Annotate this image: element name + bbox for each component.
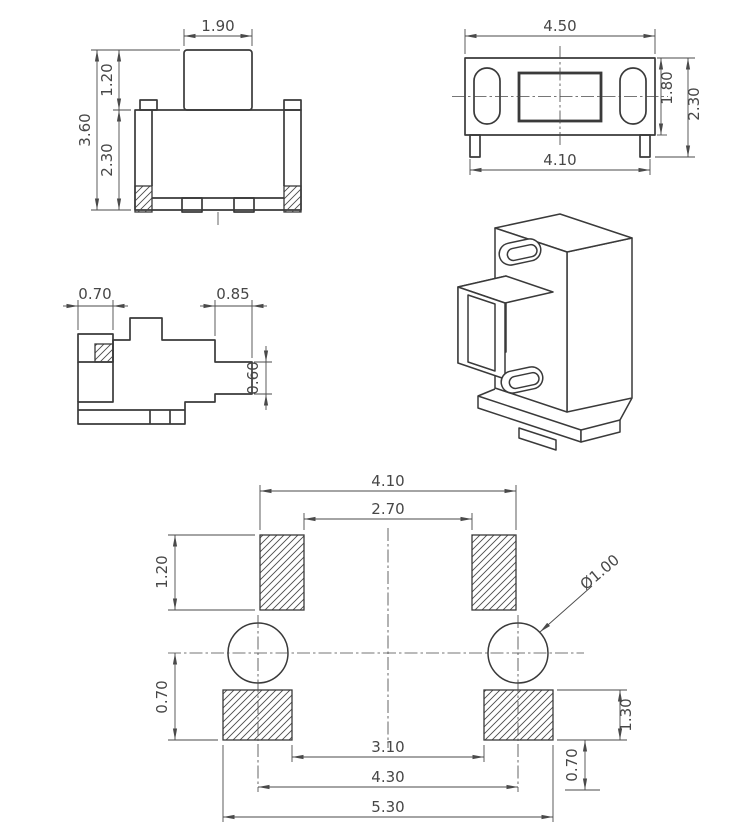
- footprint-dimension-lines: [168, 485, 627, 822]
- iso-bottom-slot: [500, 366, 544, 394]
- dim-label-front-knob-width: 1.90: [201, 17, 234, 35]
- dim-label-fp-center-to-pad: 0.70: [153, 680, 171, 713]
- dim-label-fp-top-pad-height: 1.20: [153, 555, 171, 588]
- iso-top-slot: [498, 238, 542, 266]
- dim-label-fp-pad-span-inner-top: 2.70: [371, 500, 404, 518]
- dim-label-fp-bottom-pad-height: 1.30: [617, 698, 635, 731]
- pad-bottom-right: [483, 689, 554, 741]
- top-right-leg: [639, 134, 651, 158]
- front-body-outline: [134, 109, 302, 211]
- isometric-view: [457, 213, 633, 451]
- front-terminal-left: [181, 197, 203, 213]
- top-left-leg: [469, 134, 481, 158]
- dim-label-side-stem-protrusion: 0.85: [216, 285, 249, 303]
- front-terminal-right: [233, 197, 255, 213]
- front-left-ear: [139, 99, 158, 111]
- side-body-outline: [77, 317, 253, 425]
- pad-top-right: [471, 534, 517, 611]
- dim-label-top-overall-depth: 2.30: [685, 87, 703, 120]
- dim-label-front-knob-height: 1.20: [98, 63, 116, 96]
- front-view: 1.90 1.20 3.60 2.30: [76, 17, 302, 226]
- iso-leg-tab: [518, 427, 557, 451]
- pad-top-left: [259, 534, 305, 611]
- front-dimension-lines: [91, 29, 253, 211]
- dim-label-fp-pad-span-outer-top: 4.10: [371, 472, 404, 490]
- dim-label-fp-hole-diameter: Ø1.00: [577, 551, 623, 594]
- dim-label-side-stem-height: 0.60: [244, 361, 262, 394]
- dim-label-fp-pad-span-inner-bottom: 3.10: [371, 738, 404, 756]
- dim-label-front-overall-height: 3.60: [76, 113, 94, 146]
- top-dimension-lines: [464, 29, 695, 175]
- side-view: 0.70 0.85 0.60: [63, 285, 272, 425]
- side-dimension-lines: [63, 300, 272, 410]
- side-lead-section: [94, 343, 114, 363]
- iso-actuator-tip: [467, 294, 496, 372]
- dim-label-front-body-height: 2.30: [98, 143, 116, 176]
- top-view: 4.50 4.10 1.80 2.30: [452, 17, 703, 175]
- iso-body-right-face: [566, 237, 633, 413]
- dim-label-top-lead-span: 4.10: [543, 151, 576, 169]
- dim-label-top-overall-width: 4.50: [543, 17, 576, 35]
- front-right-ear: [283, 99, 302, 111]
- footprint-centerlines: [168, 528, 584, 792]
- top-right-slot: [619, 67, 647, 125]
- front-inner-lines: [151, 110, 285, 199]
- footprint-view: 4.10 2.70 1.20 0.70 Ø1.00 1.30 0.70 3.10…: [153, 472, 635, 822]
- dim-label-fp-pad-edge-offset: 0.70: [563, 748, 581, 781]
- front-left-lead-section: [134, 185, 153, 213]
- iso-base-flange: [477, 388, 633, 451]
- dim-label-top-body-depth: 1.80: [658, 71, 676, 104]
- front-right-lead-section: [283, 185, 302, 213]
- dim-label-fp-pad-span-outer-bottom: 5.30: [371, 798, 404, 816]
- top-left-slot: [473, 67, 501, 125]
- iso-actuator: [457, 275, 554, 380]
- side-inner-lines: [77, 362, 185, 424]
- pad-bottom-left: [222, 689, 293, 741]
- dim-label-fp-hole-pitch: 4.30: [371, 768, 404, 786]
- front-knob-outline: [183, 49, 253, 111]
- dim-label-side-foot-width: 0.70: [78, 285, 111, 303]
